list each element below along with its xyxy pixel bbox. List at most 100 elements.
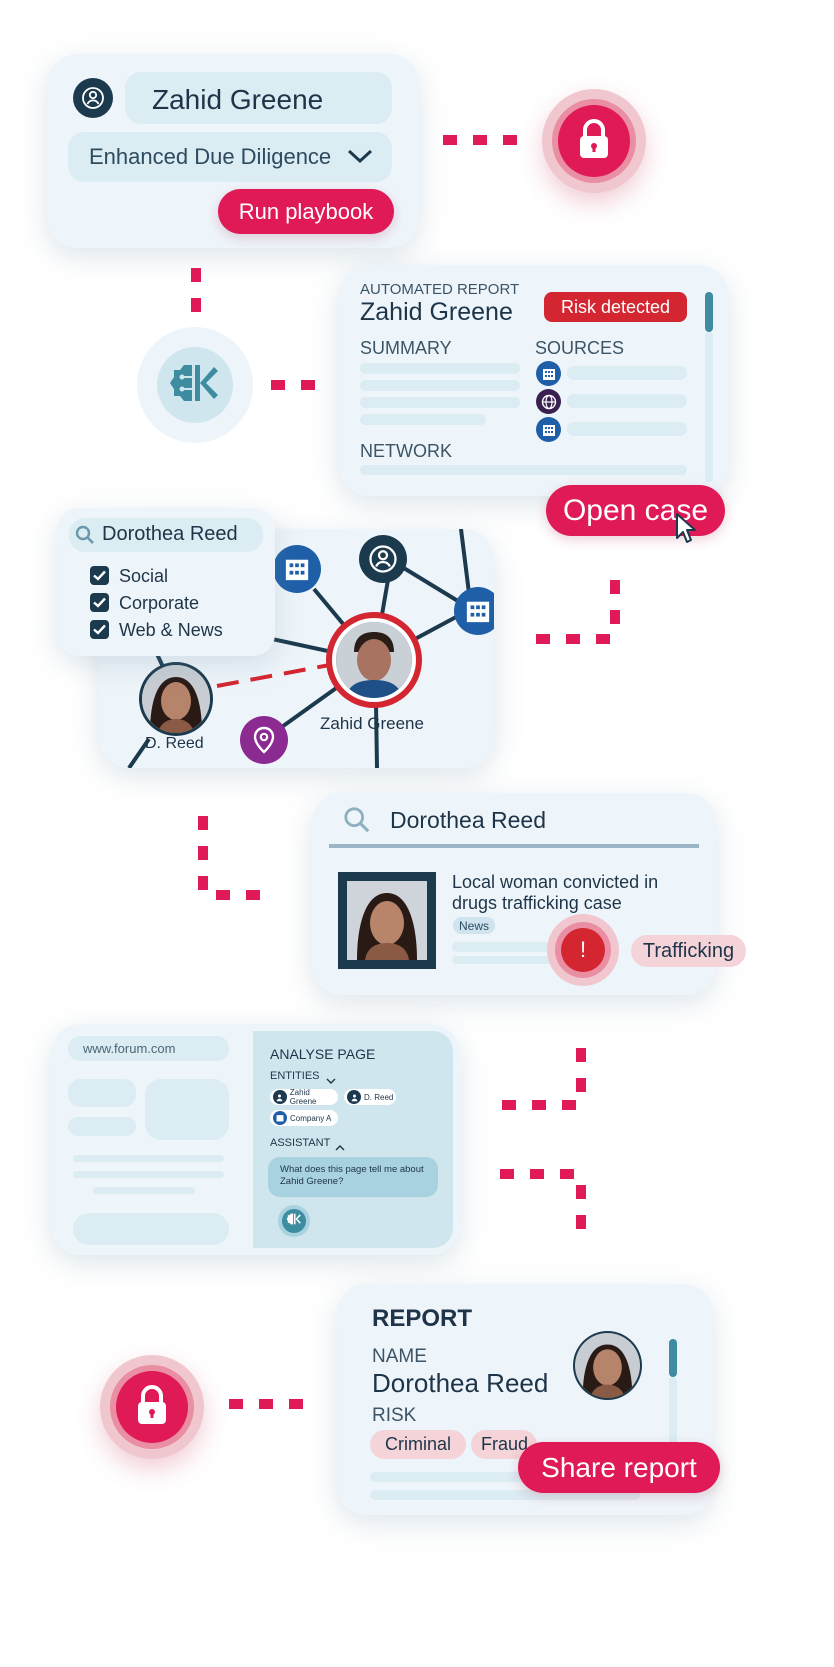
analyse-panel: ANALYSE PAGE ENTITIES Zahid Greene D. Re… — [253, 1031, 453, 1248]
filter-label: Web & News — [119, 620, 223, 640]
news-tag: News — [453, 917, 495, 934]
summary-line — [360, 414, 486, 425]
connector — [216, 890, 230, 900]
connector — [301, 380, 315, 390]
location-node[interactable] — [240, 716, 288, 764]
connector — [610, 580, 620, 594]
building-icon — [536, 417, 561, 442]
connector — [271, 380, 285, 390]
side-node-label: D. Reed — [145, 735, 204, 752]
connector — [198, 846, 208, 860]
connector — [503, 135, 517, 145]
page-button[interactable] — [73, 1213, 229, 1245]
ai-assistant-badge — [137, 327, 253, 443]
brain-icon — [168, 361, 222, 410]
scrollbar-thumb[interactable] — [705, 292, 713, 332]
summary-line — [360, 363, 520, 374]
sources-label: SOURCES — [535, 338, 625, 358]
connector — [191, 268, 201, 282]
risk-flag-trafficking: Trafficking — [631, 935, 746, 967]
subject-name-field[interactable]: Zahid Greene — [125, 72, 392, 124]
entity-chip[interactable]: Zahid Greene — [270, 1088, 338, 1106]
connector — [532, 1100, 546, 1110]
page-line — [93, 1187, 195, 1194]
connector — [198, 816, 208, 830]
connector — [289, 1399, 303, 1409]
avatar[interactable] — [326, 612, 422, 708]
connector — [191, 298, 201, 312]
scrollbar-track — [705, 332, 713, 482]
connector — [596, 634, 610, 644]
url-text: www.forum.com — [83, 1041, 176, 1056]
assistant-avatar — [278, 1205, 310, 1237]
report-line — [370, 1472, 640, 1482]
playbook-select[interactable]: Enhanced Due Diligence — [68, 132, 392, 182]
page-block — [68, 1117, 136, 1136]
avatar — [573, 1331, 642, 1400]
browser-card: www.forum.com ANALYSE PAGE ENTITIES Zahi… — [51, 1024, 460, 1255]
search-icon — [75, 525, 95, 550]
filter-checkbox-social[interactable] — [90, 566, 109, 585]
filter-label: Social — [119, 566, 169, 586]
connector — [500, 1169, 514, 1179]
search-underline — [329, 844, 699, 848]
lock-badge — [100, 1355, 204, 1459]
connector — [576, 1048, 586, 1062]
connector — [576, 1185, 586, 1199]
lock-icon — [134, 1384, 170, 1431]
share-report-button[interactable]: Share report — [518, 1442, 720, 1493]
url-bar[interactable]: www.forum.com — [68, 1036, 229, 1061]
person-icon — [273, 1090, 287, 1104]
filter-label: Corporate — [119, 593, 200, 613]
entity-chip[interactable]: Company A — [270, 1110, 338, 1126]
lock-icon — [576, 118, 612, 165]
playbook-select-value: Enhanced Due Diligence — [89, 144, 332, 169]
chevron-down-icon[interactable] — [326, 1072, 336, 1090]
summary-label: SUMMARY — [360, 338, 452, 358]
scrollbar-thumb[interactable] — [669, 1339, 677, 1377]
assistant-message: What does this page tell me about Zahid … — [268, 1157, 438, 1197]
chevron-down-icon — [345, 145, 375, 172]
connector — [443, 135, 457, 145]
connector — [530, 1169, 544, 1179]
run-playbook-label: Run playbook — [238, 198, 374, 224]
share-report-label: Share report — [541, 1451, 697, 1483]
news-headline[interactable]: Local woman convicted in drugs trafficki… — [452, 872, 659, 913]
connector — [473, 135, 487, 145]
news-thumbnail[interactable] — [338, 872, 436, 969]
building-node[interactable] — [454, 587, 494, 635]
connector — [259, 1399, 273, 1409]
filter-search-field[interactable]: Dorothea Reed — [69, 518, 263, 552]
building-node[interactable] — [273, 545, 321, 593]
building-icon — [536, 361, 561, 386]
connector — [560, 1169, 574, 1179]
person-icon — [73, 78, 113, 118]
risk-detected-badge: Risk detected — [544, 292, 687, 322]
risk-chip: Criminal — [370, 1430, 466, 1459]
globe-icon — [536, 389, 561, 414]
source-line — [567, 422, 687, 436]
entities-label: ENTITIES — [270, 1070, 320, 1082]
avatar[interactable] — [139, 662, 213, 736]
news-search-query[interactable]: Dorothea Reed — [390, 807, 546, 833]
filter-checkbox-web-news[interactable] — [90, 620, 109, 639]
report-eyebrow: AUTOMATED REPORT — [360, 281, 520, 298]
connector — [536, 634, 550, 644]
chevron-up-icon[interactable] — [335, 1139, 345, 1157]
network-line — [360, 465, 687, 475]
alert-icon: ! — [561, 928, 605, 972]
center-node-label: Zahid Greene — [320, 714, 424, 733]
building-icon — [273, 1111, 287, 1125]
connector — [229, 1399, 243, 1409]
news-snippet-line — [452, 942, 572, 952]
entity-chip[interactable]: D. Reed — [344, 1089, 396, 1105]
name-label: NAME — [372, 1346, 427, 1367]
lock-badge — [542, 89, 646, 193]
connector — [246, 890, 260, 900]
filter-checkbox-corporate[interactable] — [90, 593, 109, 612]
brain-icon — [286, 1212, 302, 1231]
person-node[interactable] — [359, 535, 407, 583]
name-value: Dorothea Reed — [372, 1368, 549, 1398]
run-playbook-button[interactable]: Run playbook — [218, 189, 394, 234]
report-line — [370, 1490, 640, 1500]
